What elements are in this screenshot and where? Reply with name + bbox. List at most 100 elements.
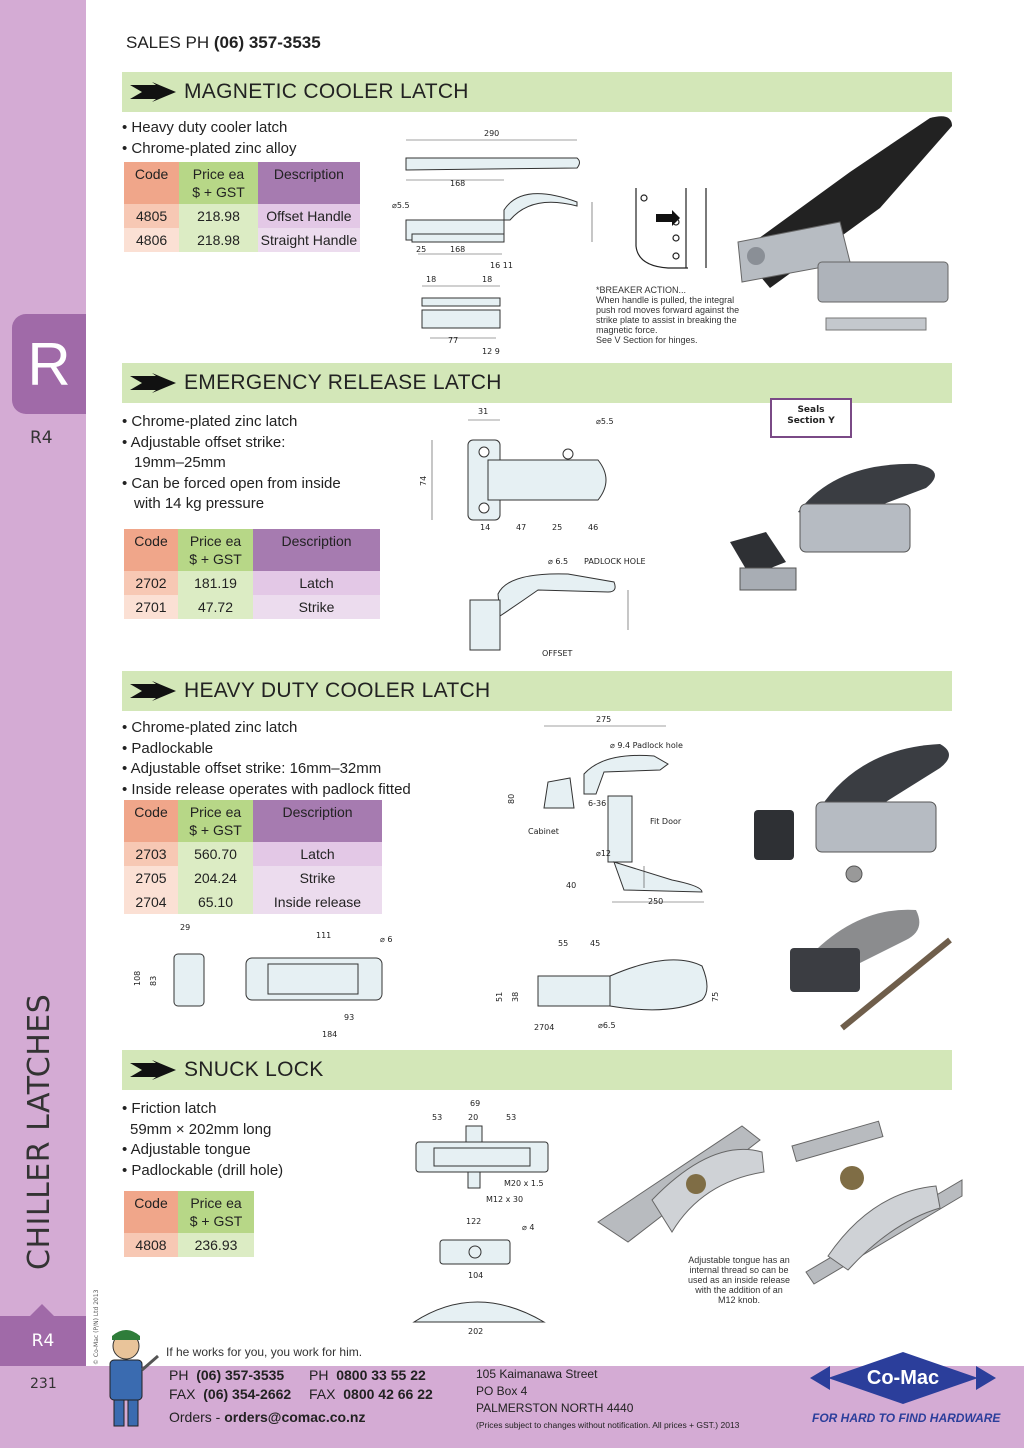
note-line: *BREAKER ACTION... bbox=[596, 285, 687, 295]
col-price: Price ea $ + GST bbox=[178, 800, 253, 842]
price-disclaimer: (Prices subject to changes without notif… bbox=[476, 1420, 740, 1430]
price-table: Code Price ea $ + GST 4808 236.93 bbox=[124, 1191, 254, 1257]
seals-badge[interactable]: Seals Section Y bbox=[770, 398, 852, 438]
section-tab-letter: R bbox=[12, 314, 86, 414]
svg-text:250: 250 bbox=[648, 897, 663, 906]
feature-item: with 14 kg pressure bbox=[134, 495, 265, 512]
section-header-emergency: EMERGENCY RELEASE LATCH bbox=[122, 363, 952, 403]
feature-item: 59mm × 202mm long bbox=[130, 1120, 272, 1138]
cell-price: 181.19 bbox=[178, 571, 253, 595]
col-description: Description bbox=[257, 162, 360, 204]
svg-text:47: 47 bbox=[516, 523, 526, 532]
freephone-block: PH 0800 33 55 22 FAX 0800 42 66 22 bbox=[309, 1366, 433, 1404]
col-code: Code bbox=[124, 1191, 178, 1233]
svg-text:12 9: 12 9 bbox=[482, 347, 500, 356]
orders-line: Orders - orders@comac.co.nz bbox=[169, 1408, 366, 1427]
svg-text:PADLOCK HOLE: PADLOCK HOLE bbox=[584, 557, 646, 566]
section-code-bottom: R4 bbox=[0, 1304, 86, 1366]
section-title: SNUCK LOCK bbox=[184, 1058, 324, 1081]
heavy-latch-photo bbox=[754, 744, 949, 883]
col-code: Code bbox=[124, 800, 178, 842]
svg-text:104: 104 bbox=[468, 1271, 483, 1280]
svg-text:M20 x 1.5: M20 x 1.5 bbox=[504, 1179, 544, 1188]
breaker-action-note: *BREAKER ACTION... When handle is pulled… bbox=[596, 285, 774, 345]
cell-code: 2701 bbox=[124, 595, 178, 619]
col-price: Price ea $ + GST bbox=[179, 162, 258, 204]
magnetic-latch-photo bbox=[737, 116, 952, 331]
cell-description: Latch bbox=[253, 571, 380, 595]
inside-release-photo bbox=[790, 909, 952, 1031]
svg-text:51: 51 bbox=[495, 992, 504, 1002]
svg-text:290: 290 bbox=[484, 129, 499, 138]
cell-code: 4805 bbox=[124, 204, 180, 228]
note-line: When handle is pulled, the integral bbox=[596, 295, 735, 305]
svg-text:93: 93 bbox=[344, 1013, 354, 1022]
section-header-magnetic: MAGNETIC COOLER LATCH bbox=[122, 72, 952, 112]
svg-text:40: 40 bbox=[566, 881, 576, 890]
phone-label: PH bbox=[169, 1367, 189, 1383]
cell-code: 2705 bbox=[124, 866, 178, 890]
fax-label: FAX bbox=[169, 1386, 196, 1402]
col-price: Price ea $ + GST bbox=[178, 529, 253, 571]
logo-text: Co-Mac bbox=[867, 1367, 939, 1389]
table-row: 2705 204.24 Strike bbox=[124, 866, 382, 890]
address-block: 105 Kaimanawa Street PO Box 4 PALMERSTON… bbox=[476, 1366, 739, 1434]
table-row: 2701 47.72 Strike bbox=[124, 595, 380, 619]
section-title: EMERGENCY RELEASE LATCH bbox=[184, 371, 502, 394]
table-row: 4808 236.93 bbox=[124, 1233, 254, 1257]
footer-tagline: FOR HARD TO FIND HARDWARE bbox=[812, 1411, 1001, 1425]
chevron-arrow-icon bbox=[130, 681, 176, 701]
col-description: Description bbox=[253, 529, 380, 571]
section-code-top: R4 bbox=[30, 428, 53, 448]
feature-item: • Padlockable bbox=[122, 739, 214, 757]
feature-list: • Chrome-plated zinc latch • Padlockable… bbox=[122, 718, 411, 800]
svg-text:53: 53 bbox=[432, 1113, 442, 1122]
fax-number: (06) 354-2662 bbox=[203, 1386, 292, 1402]
seals-label: Seals bbox=[797, 405, 825, 415]
note-line: with the addition of an bbox=[695, 1285, 783, 1295]
feature-item: • Chrome-plated zinc latch bbox=[122, 719, 298, 736]
cell-code: 4806 bbox=[124, 228, 180, 252]
cell-price: 47.72 bbox=[178, 595, 253, 619]
svg-text:69: 69 bbox=[470, 1099, 480, 1108]
note-line: push rod moves forward against the bbox=[596, 305, 740, 315]
feature-item: • Adjustable offset strike: bbox=[122, 433, 286, 451]
svg-text:75: 75 bbox=[711, 992, 720, 1002]
feature-item: • Friction latch bbox=[122, 1100, 217, 1117]
svg-text:Cabinet: Cabinet bbox=[528, 827, 559, 836]
snuck-lock-photos bbox=[597, 1120, 963, 1285]
orders-label: Orders - bbox=[169, 1409, 221, 1425]
svg-text:18: 18 bbox=[426, 275, 436, 284]
svg-text:OFFSET: OFFSET bbox=[542, 649, 572, 658]
svg-text:25: 25 bbox=[416, 245, 426, 254]
svg-text:⌀5.5: ⌀5.5 bbox=[392, 201, 410, 210]
note-line: Adjustable tongue has an bbox=[688, 1255, 790, 1265]
svg-text:184: 184 bbox=[322, 1030, 337, 1039]
cell-description: Offset Handle bbox=[257, 204, 360, 228]
section-title-vertical: CHILLER LATCHES bbox=[22, 993, 57, 1270]
feature-item: • Adjustable tongue bbox=[122, 1141, 251, 1158]
svg-text:80: 80 bbox=[507, 794, 516, 804]
orders-email-link[interactable]: orders@comac.co.nz bbox=[224, 1409, 366, 1425]
snuck-lock-note: Adjustable tongue has an internal thread… bbox=[682, 1255, 796, 1305]
sales-line: SALES PH (06) 357-3535 bbox=[126, 33, 321, 53]
feature-item: • Inside release operates with padlock f… bbox=[122, 780, 411, 798]
note-line: strike plate to assist in breaking the bbox=[596, 315, 737, 325]
breaker-action-diagram bbox=[635, 188, 707, 269]
table-row: 2702 181.19 Latch bbox=[124, 571, 380, 595]
svg-text:55: 55 bbox=[558, 939, 568, 948]
svg-text:83: 83 bbox=[149, 976, 158, 986]
section-title: HEAVY DUTY COOLER LATCH bbox=[184, 679, 491, 702]
section-header-snuck: SNUCK LOCK bbox=[122, 1050, 952, 1090]
svg-text:14: 14 bbox=[480, 523, 490, 532]
svg-text:Fit Door: Fit Door bbox=[650, 817, 682, 826]
svg-text:16 11: 16 11 bbox=[490, 261, 513, 270]
svg-text:29: 29 bbox=[180, 923, 190, 932]
svg-text:⌀ 6.5: ⌀ 6.5 bbox=[548, 557, 568, 566]
table-row: 4805 218.98 Offset Handle bbox=[124, 204, 360, 228]
address-line: PALMERSTON NORTH 4440 bbox=[476, 1401, 634, 1415]
svg-text:⌀12: ⌀12 bbox=[596, 849, 611, 858]
